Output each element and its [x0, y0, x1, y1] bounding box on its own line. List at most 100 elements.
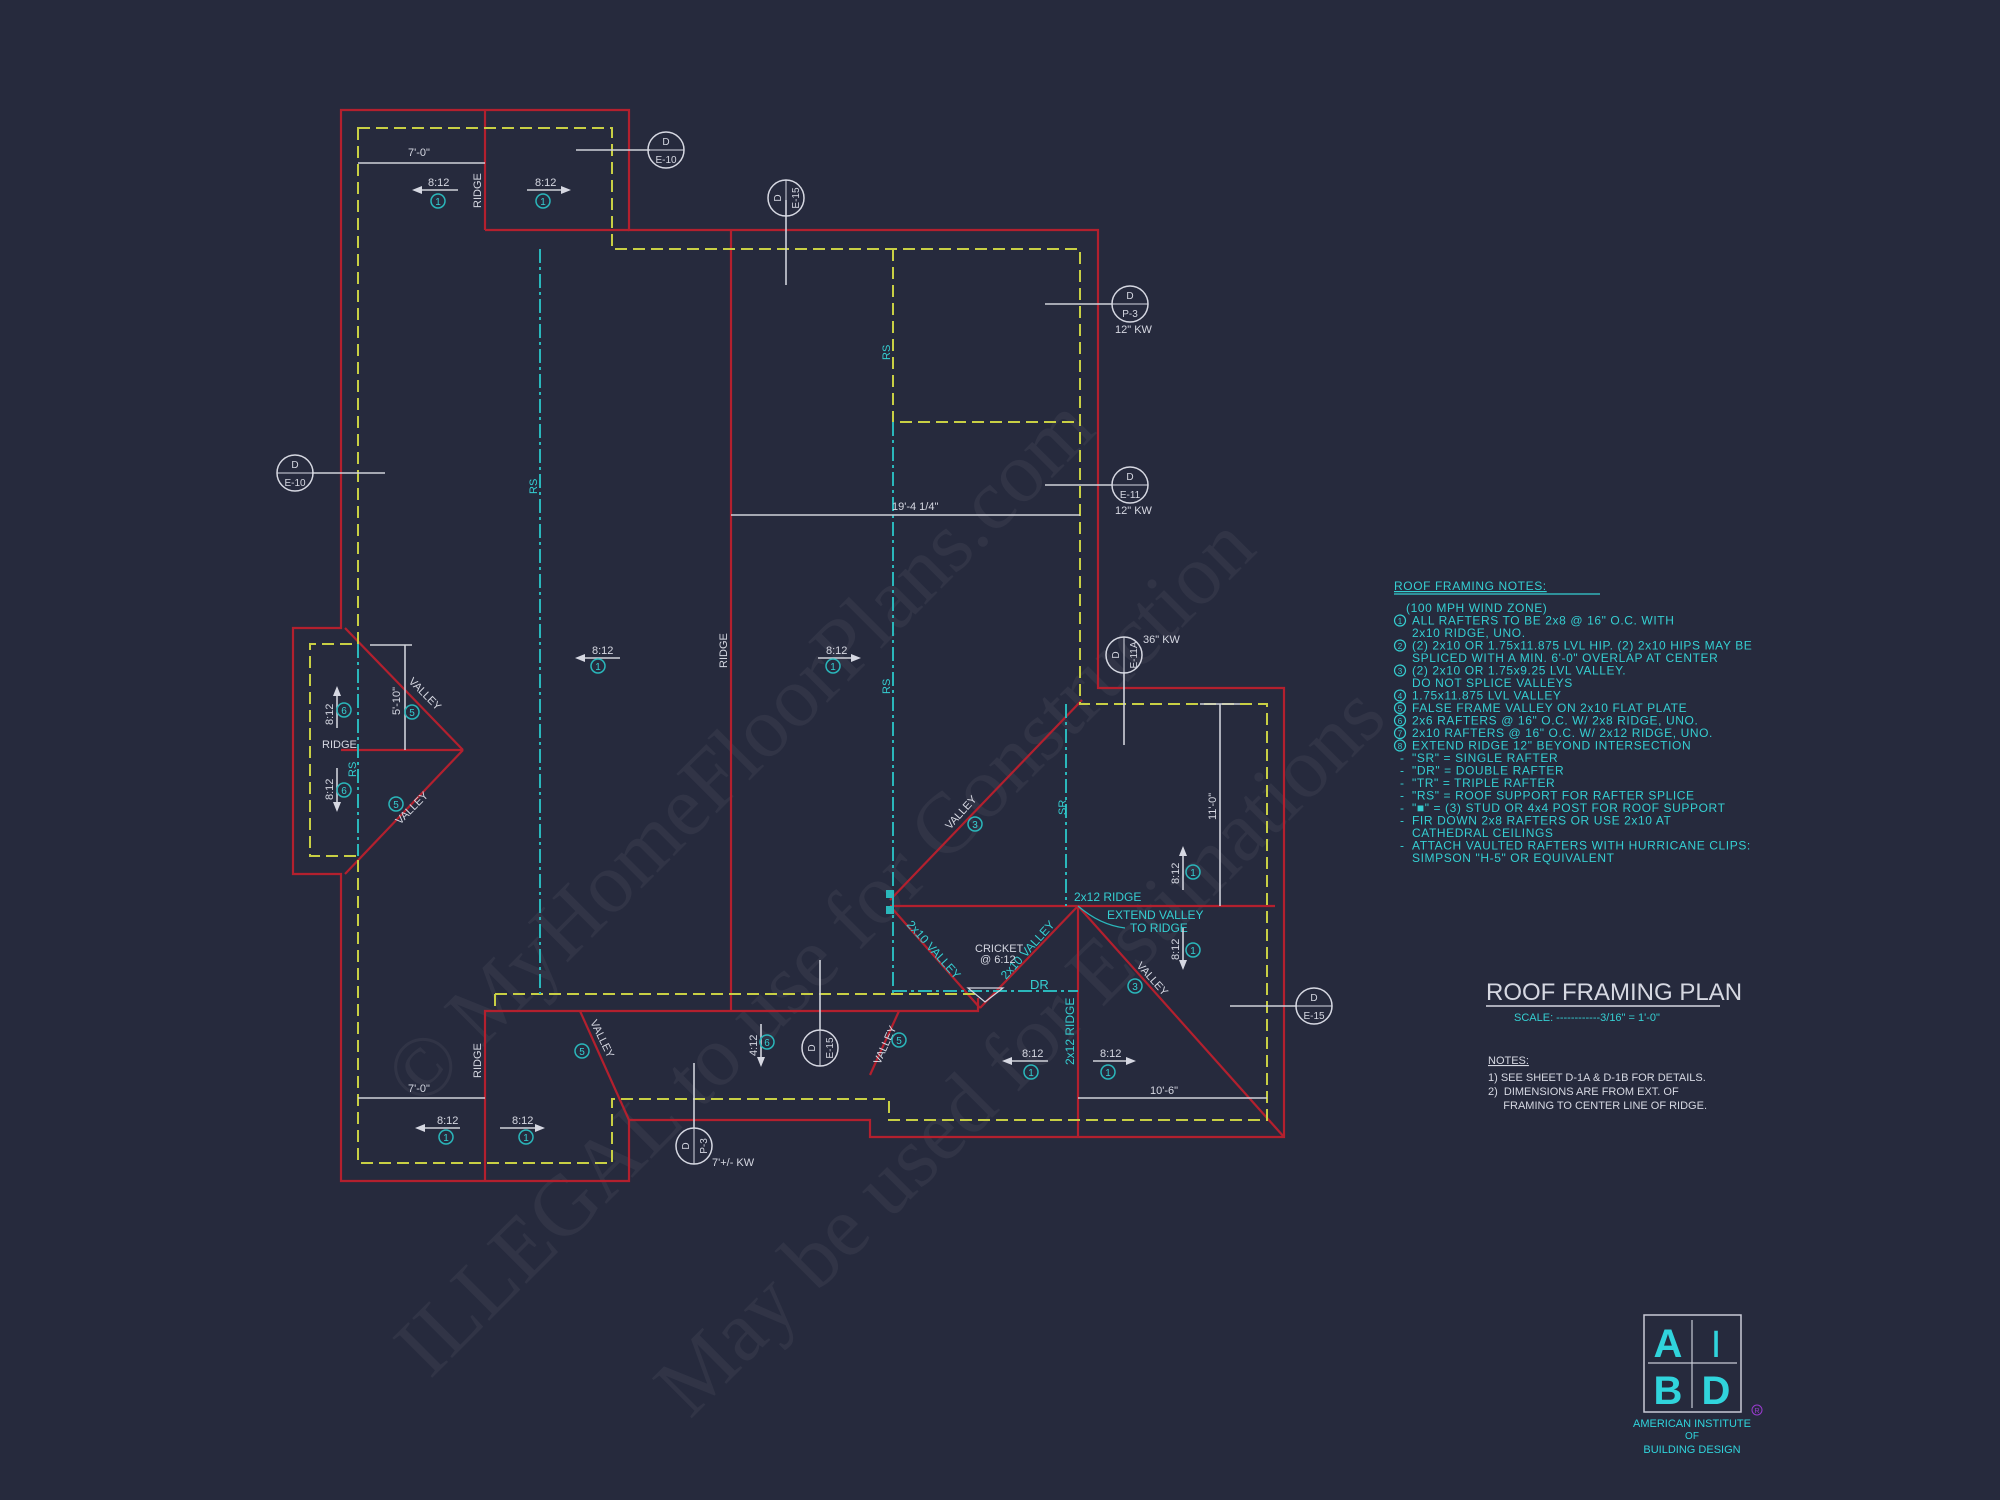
plan-title-block: ROOF FRAMING PLAN SCALE: ------------3/1… [1486, 979, 1742, 1112]
svg-text:8:12: 8:12 [1100, 1048, 1121, 1060]
note-tag-5: 5 [388, 796, 404, 812]
svg-text:8:12: 8:12 [1170, 939, 1182, 960]
note-line: (100 MPH WIND ZONE) [1406, 601, 1547, 615]
ridge-label: RIDGE [472, 1043, 484, 1078]
note-text: FALSE FRAME VALLEY ON 2x10 FLAT PLATE [1412, 701, 1687, 715]
note-bullet: - [1400, 814, 1405, 828]
svg-text:D: D [1126, 472, 1133, 483]
note-tag-5: 5 [891, 1032, 907, 1048]
plan-scale: SCALE: ------------3/16" = 1'-0" [1514, 1012, 1660, 1024]
note-line: SIMPSON "H-5" OR EQUIVALENT [1412, 851, 1614, 865]
svg-text:5: 5 [896, 1036, 902, 1047]
notes-title: ROOF FRAMING NOTES: [1394, 579, 1547, 593]
section-marker-e10[interactable]: DE-10 [647, 131, 685, 169]
svg-text:8:12: 8:12 [437, 1115, 458, 1127]
note-text: ATTACH VAULTED RAFTERS WITH HURRICANE CL… [1412, 839, 1751, 853]
note-line: -"DR" = DOUBLE RAFTER [1400, 764, 1564, 778]
roof-framing-notes: ROOF FRAMING NOTES: (100 MPH WIND ZONE)1… [1393, 579, 1752, 865]
svg-text:D: D [1111, 651, 1122, 658]
note-bullet: - [1400, 751, 1405, 765]
note-tag-1: 1 [1023, 1064, 1039, 1080]
roof-edge-lines [291, 108, 1286, 1183]
svg-text:1: 1 [523, 1133, 529, 1144]
plan-title: ROOF FRAMING PLAN [1486, 979, 1742, 1006]
note-line: DO NOT SPLICE VALLEYS [1412, 676, 1572, 690]
svg-text:5: 5 [409, 708, 415, 719]
section-marker-e15[interactable]: DE-15 [1295, 987, 1333, 1025]
note-text: 1.75x11.875 LVL VALLEY [1412, 689, 1562, 703]
post-icon [886, 906, 894, 914]
note-line: SPLICED WITH A MIN. 6'-0" OVERLAP AT CEN… [1412, 651, 1718, 665]
note-text: "TR" = TRIPLE RAFTER [1412, 776, 1555, 790]
ridge-label: RIDGE [472, 173, 484, 208]
note-number: 7 [1398, 730, 1403, 739]
svg-text:R: R [1754, 1408, 1759, 1415]
note-number-icon [1393, 689, 1407, 702]
note-text: EXTEND RIDGE 12" BEYOND INTERSECTION [1412, 739, 1691, 753]
section-marker-e11[interactable]: D E-11 [1111, 466, 1149, 504]
plan-note: FRAMING TO CENTER LINE OF RIDGE. [1488, 1100, 1707, 1112]
svg-text:D: D [807, 1044, 818, 1051]
note-number: 8 [1398, 742, 1403, 751]
dimension-label: 7'-0" [408, 147, 430, 159]
svg-text:E-11: E-11 [1120, 490, 1141, 501]
note-text: (2) 2x10 OR 1.75x9.25 LVL VALLEY. [1412, 664, 1626, 678]
note-line: 2(2) 2x10 OR 1.75x11.875 LVL HIP. (2) 2x… [1393, 639, 1752, 653]
note-tag-5: 5 [404, 704, 420, 720]
note-text: (100 MPH WIND ZONE) [1406, 601, 1547, 615]
note-tag-1: 1 [518, 1129, 534, 1145]
section-marker-e15[interactable]: D E-15 [801, 1029, 839, 1067]
svg-text:6: 6 [341, 706, 347, 717]
note-number-icon [1393, 639, 1407, 652]
dimension-label: 5'-10" [391, 687, 403, 715]
leader-line [1077, 905, 1126, 929]
pitch-markers: 8:12 8:12 8:12 8:12 8:12 8:12 8:12 8:12 … [324, 177, 1187, 1132]
note-tag-3: 3 [967, 816, 983, 832]
svg-text:1: 1 [830, 662, 836, 673]
note-line: -"RS" = ROOF SUPPORT FOR RAFTER SPLICE [1400, 789, 1694, 803]
svg-text:3: 3 [1132, 982, 1138, 993]
note-line: 2x10 RIDGE, UNO. [1412, 626, 1526, 640]
svg-text:1: 1 [1028, 1068, 1034, 1079]
svg-text:1: 1 [540, 197, 546, 208]
svg-text:E-15: E-15 [825, 1037, 836, 1059]
note-number-icon [1393, 726, 1407, 740]
note-tag-1: 1 [1100, 1064, 1116, 1080]
note-text: 2x6 RAFTERS @ 16" O.C. W/ 2x8 RIDGE, UNO… [1412, 714, 1698, 728]
note-bullet: - [1400, 839, 1405, 853]
section-marker-e10[interactable]: DE-10 [276, 454, 314, 492]
note-tag-5: 5 [574, 1043, 590, 1059]
note-line: -FIR DOWN 2x8 RAFTERS OR USE 2x10 AT [1400, 814, 1671, 828]
note-line: 3(2) 2x10 OR 1.75x9.25 LVL VALLEY. [1393, 664, 1626, 678]
svg-text:E-15: E-15 [1303, 1011, 1325, 1022]
svg-text:P-3: P-3 [699, 1138, 710, 1154]
kneewall-label: 36" KW [1143, 634, 1181, 646]
note-number: 6 [1398, 717, 1403, 726]
svg-text:1: 1 [595, 662, 601, 673]
pitch-arrow-right: 8:12 [818, 645, 861, 662]
section-marker-p3[interactable]: DP-3 [1111, 285, 1149, 323]
svg-text:E-15: E-15 [791, 187, 802, 209]
note-line: 8 EXTEND RIDGE 12" BEYOND INTERSECTION [1393, 739, 1691, 753]
dimension-label: 10'-6" [1150, 1085, 1178, 1097]
dimension-lines [312, 149, 1297, 1128]
svg-text:8:12: 8:12 [428, 177, 449, 189]
dimension-label: 11'-0" [1207, 793, 1219, 820]
pitch-arrow-left: 8:12 [1002, 1048, 1048, 1065]
note-text: CATHEDRAL CEILINGS [1412, 826, 1554, 840]
note-bullet: - [1400, 776, 1405, 790]
svg-text:D: D [1126, 291, 1133, 302]
note-tag-1: 1 [590, 658, 606, 674]
note-line: CATHEDRAL CEILINGS [1412, 826, 1554, 840]
extend-valley-label: EXTEND VALLEY [1107, 908, 1203, 922]
svg-text:8:12: 8:12 [324, 779, 336, 800]
note-bullet: - [1400, 801, 1405, 815]
note-tag-6: 6 [336, 702, 352, 718]
note-text: 2x10 RIDGE, UNO. [1412, 626, 1526, 640]
